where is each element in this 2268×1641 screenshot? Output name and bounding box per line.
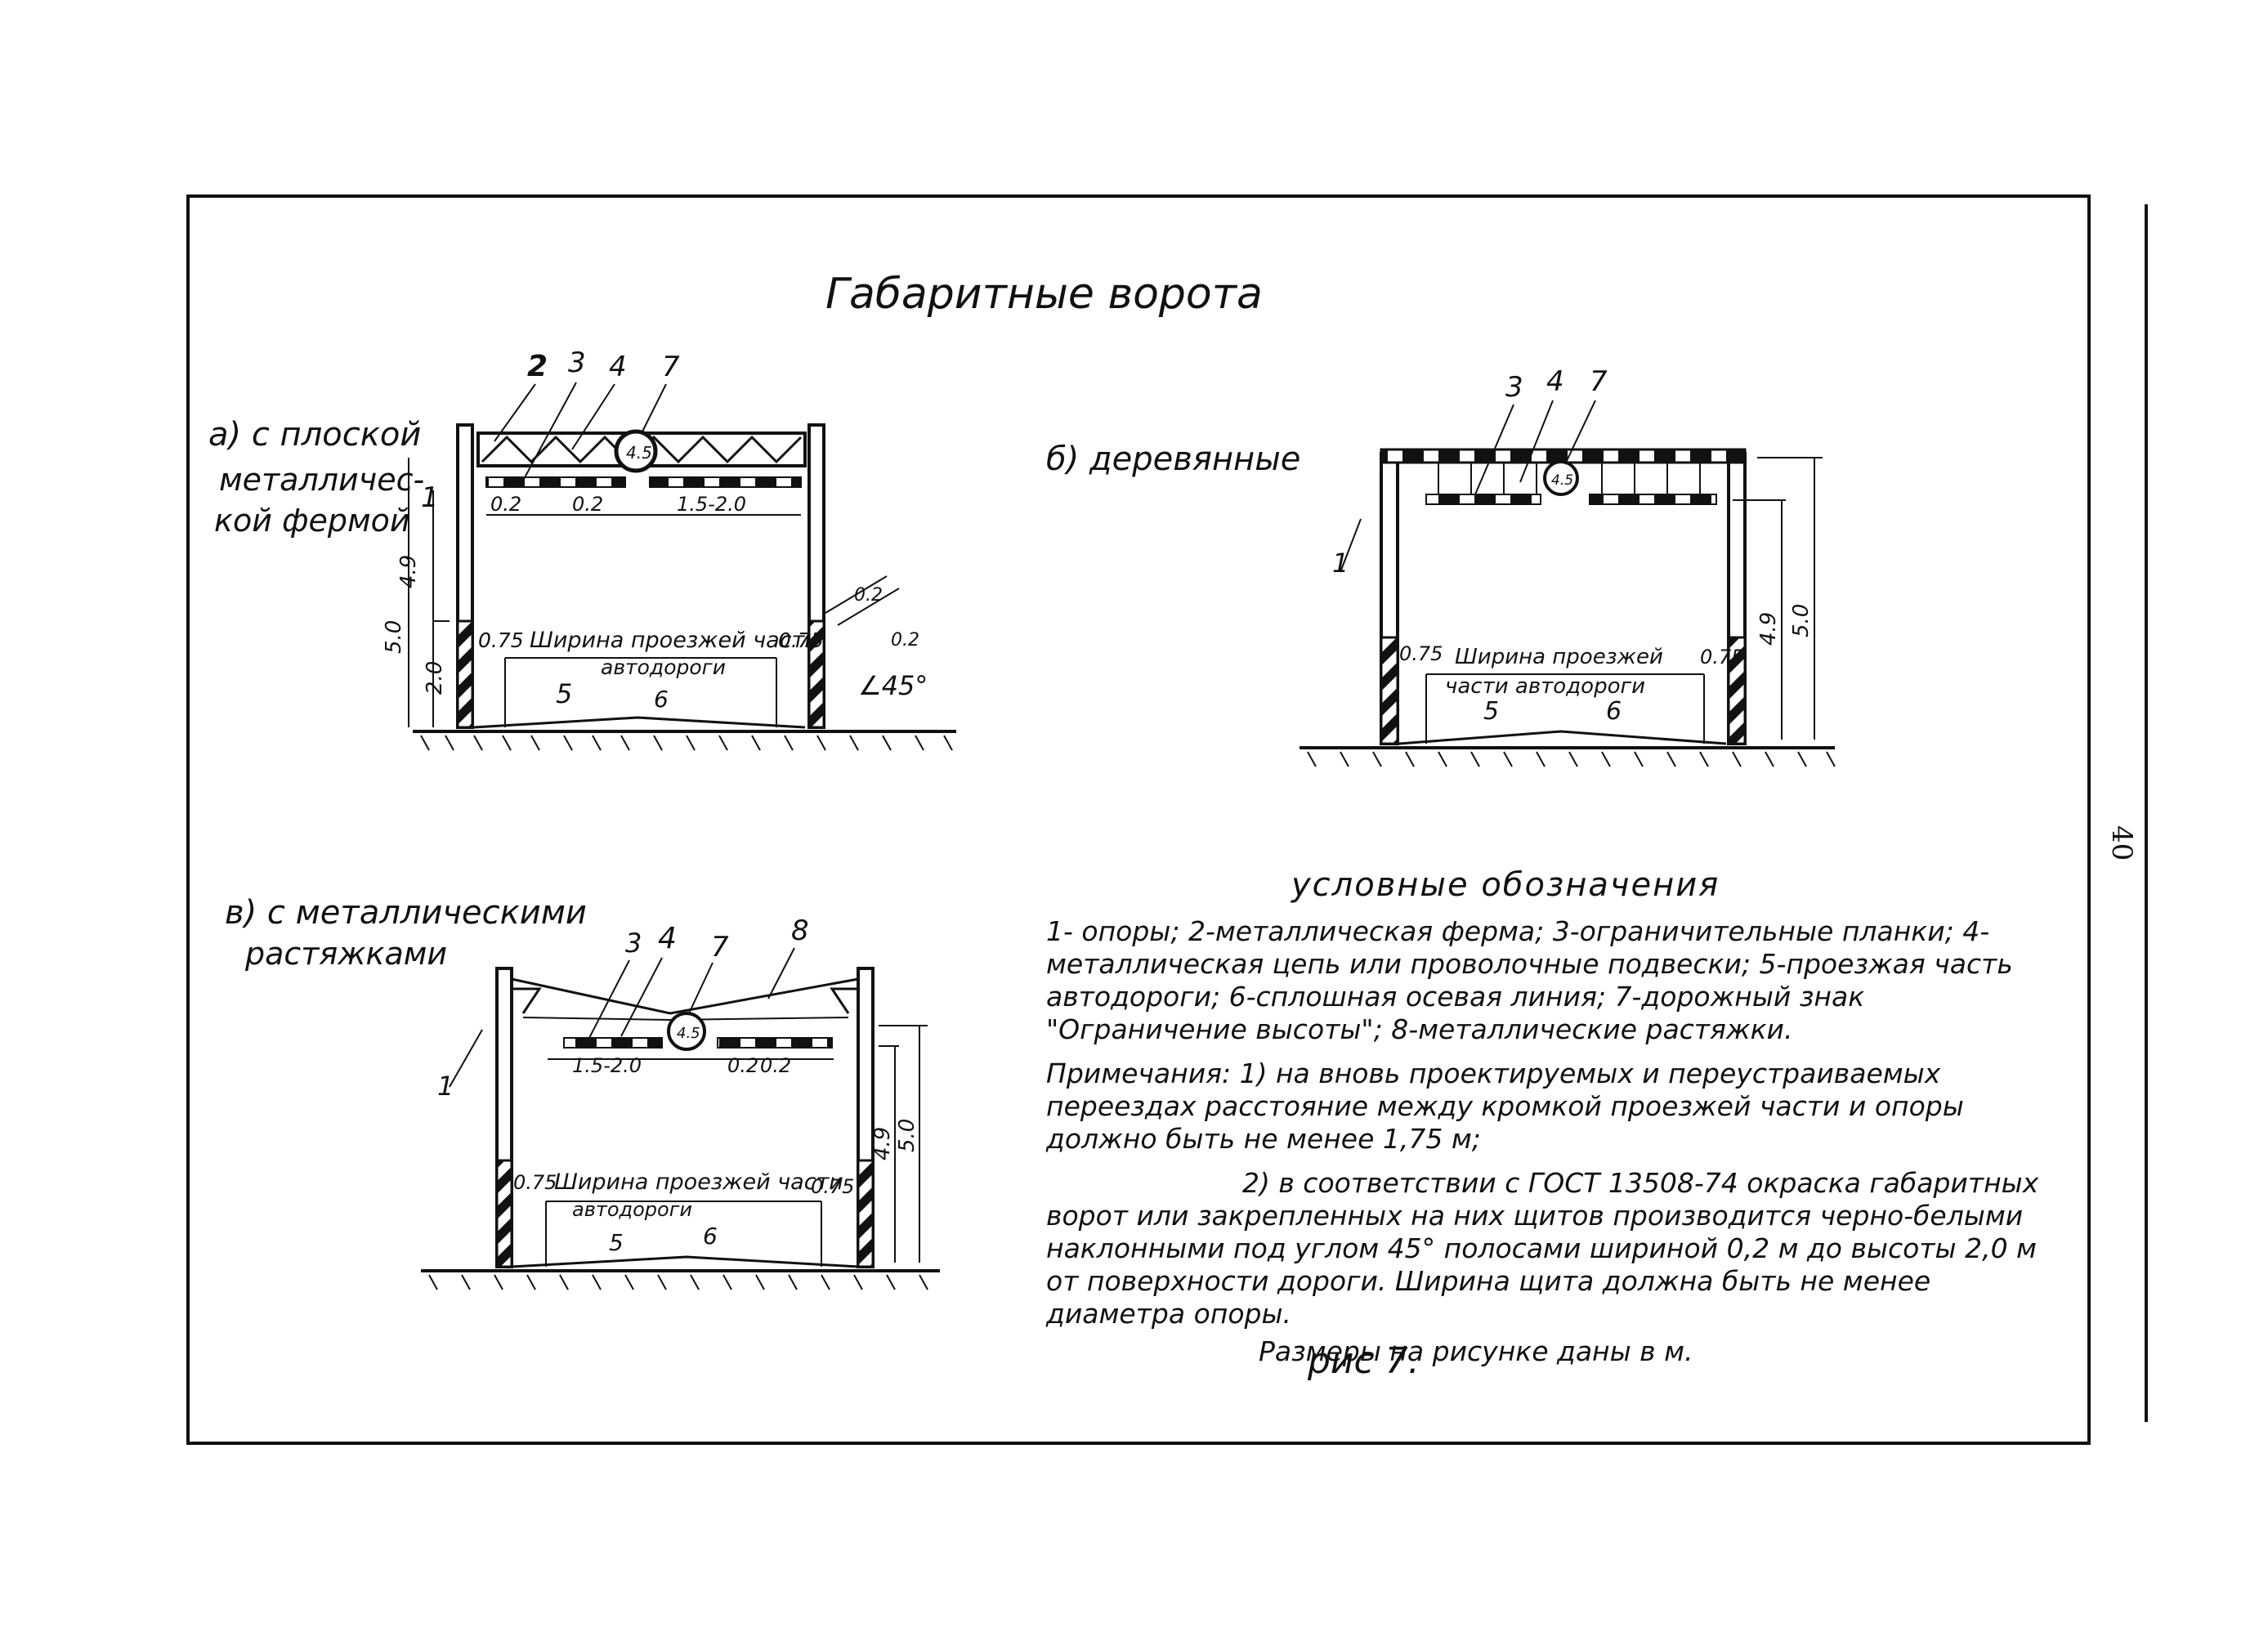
road-b-text-2: части автодороги (1445, 674, 1645, 699)
dim-a-6: 2.0 (423, 661, 447, 695)
dim-b-2: 5.0 (1789, 604, 1814, 637)
mark-b-6: 6 (1606, 697, 1622, 726)
dim-a-2: 0.2 (572, 493, 603, 516)
callout-c-3: 3 (625, 928, 642, 959)
mark-c-6: 6 (703, 1223, 718, 1250)
dim-c-5: 5.0 (895, 1119, 919, 1152)
height-limit-sign-b (1543, 460, 1579, 496)
dim-a-9: 0.2 (854, 585, 883, 606)
dim-c-6: 0.75 (513, 1171, 557, 1194)
dim-c-3: 0.2 (760, 1054, 791, 1077)
dim-c-2: 0.2 (727, 1054, 758, 1077)
road-a-text-2: автодороги (601, 655, 726, 679)
page-title: Габаритные ворота (825, 270, 1263, 319)
post-left-stripes (456, 619, 474, 729)
note-1: Примечания: 1) на вновь проектируемых и … (1046, 1057, 1964, 1155)
mark-b-5: 5 (1483, 697, 1499, 726)
figure-b: б) деревянные 4.5 3 4 7 1 4.9 5.0 0.75 0… (1046, 365, 1836, 767)
limit-bar-b-right (1589, 494, 1717, 505)
dim-a-4: 4.9 (396, 555, 421, 588)
road-a-text-1: Ширина проезжей части (530, 628, 819, 653)
dim-a-8: 0.75 (778, 628, 824, 652)
callout-b-4: 4 (1546, 365, 1564, 398)
mark-c-1: 1 (437, 1071, 454, 1102)
figure-a-caption-3: кой фермой (214, 503, 410, 539)
callout-c-7: 7 (711, 931, 729, 964)
figure-c-caption-2: растяжками (244, 936, 447, 972)
mark-a-1: 1 (421, 481, 439, 514)
note-2: 2) в соответствии с ГОСТ 13508-74 окраск… (1046, 1167, 2039, 1330)
legend-heading: условные обозначения (1291, 866, 1720, 904)
dim-b-4: 0.75 (1700, 646, 1743, 668)
height-limit-sign-c (667, 1012, 706, 1051)
mark-a-5: 5 (556, 678, 572, 709)
dim-b-1: 4.9 (1756, 612, 1781, 646)
guy-wire-top (511, 977, 859, 1015)
callout-c-4: 4 (658, 922, 677, 955)
post-b-right-stripes (1727, 636, 1747, 745)
sign-c-text: 4.5 (677, 1025, 700, 1042)
mark-a-6: 6 (654, 686, 669, 713)
dim-a-7: 0.75 (478, 628, 524, 652)
dim-a-5: 5.0 (382, 620, 406, 654)
limit-bar-left (485, 476, 626, 488)
callout-b-7: 7 (1590, 365, 1608, 398)
dim-c-1: 1.5-2.0 (572, 1054, 642, 1077)
post-b-left-stripes (1380, 636, 1399, 745)
guy-wire-bottom (522, 1017, 849, 1022)
callout-a-4: 4 (609, 351, 627, 383)
figure-b-caption: б) деревянные (1046, 440, 1300, 478)
figure-a-caption-1: а) с плоской (208, 416, 421, 454)
dim-a-3: 1.5-2.0 (677, 493, 746, 516)
limit-bar-c-left (563, 1037, 663, 1049)
limit-bar-c-right (717, 1037, 833, 1049)
callout-a-7: 7 (662, 351, 680, 383)
dim-a-10: 0.2 (891, 630, 919, 651)
callout-a-3: 3 (568, 347, 586, 379)
callout-b-3: 3 (1505, 371, 1523, 404)
margin-rule (2145, 204, 2148, 1422)
dim-c-7: 0.75 (811, 1175, 854, 1198)
sign-a-text: 4.5 (626, 443, 652, 463)
callout-c-8: 8 (791, 914, 809, 947)
road-b-text-1: Ширина проезжей (1455, 645, 1663, 669)
legend-text: 1- опоры; 2-металлическая ферма; 3-огран… (1046, 915, 2013, 1045)
post-c-right-stripes (857, 1159, 875, 1268)
post-right-stripes (807, 619, 825, 729)
mark-b-1: 1 (1332, 548, 1349, 579)
mark-c-5: 5 (609, 1229, 624, 1256)
dim-a-1: 0.2 (490, 493, 521, 516)
height-limit-sign (614, 429, 658, 473)
limit-bar-b-left (1425, 494, 1541, 505)
units-note: Размеры на рисунке даны в м. (1259, 1335, 1693, 1367)
post-c-left-stripes (495, 1159, 513, 1268)
drawing-frame (186, 195, 2091, 1445)
figure-a-caption-2: металличес- (219, 462, 424, 498)
legend-block: 1- опоры; 2-металлическая ферма; 3-огран… (1046, 915, 2068, 1368)
limit-bar-right (649, 476, 802, 488)
figure-c: в) с металлическими растяжками 4.5 3 4 7… (225, 894, 940, 1290)
dim-c-4: 4.9 (870, 1127, 895, 1160)
figure-label: рис 7. (1308, 1340, 1420, 1382)
figure-a: а) с плоской металличес- кой фермой 4.5 … (208, 347, 956, 751)
dim-b-3: 0.75 (1399, 642, 1443, 665)
dim-a-11: ∠45° (858, 670, 928, 701)
figure-c-caption-1: в) с металлическими (225, 894, 587, 932)
sign-b-text: 4.5 (1551, 472, 1573, 489)
road-c-text-1: Ширина проезжей части (554, 1169, 843, 1195)
callout-a-2: 2 (527, 350, 548, 383)
